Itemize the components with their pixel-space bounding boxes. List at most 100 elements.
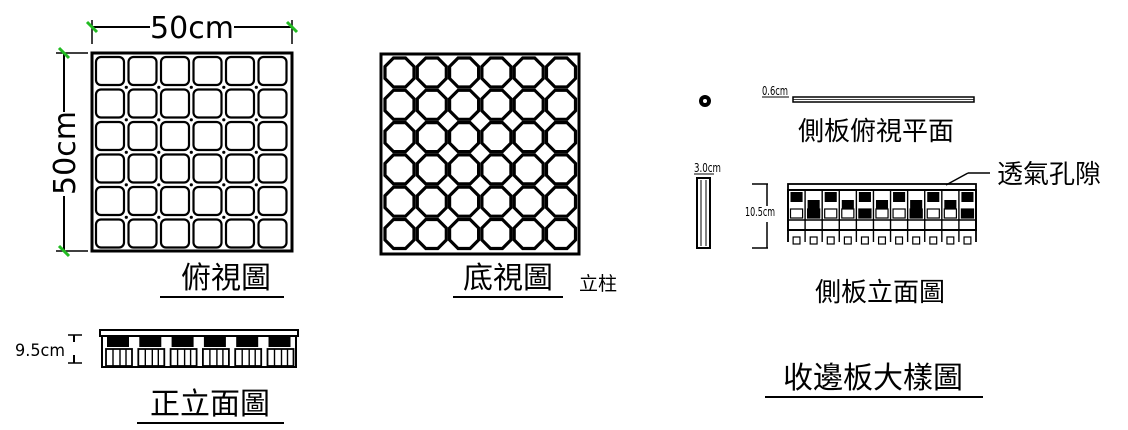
bottom-octagon [544, 120, 578, 154]
top-cell [127, 88, 158, 119]
top-cell [127, 120, 158, 152]
top-joint [124, 215, 128, 219]
front-height-dimension [68, 334, 82, 364]
front-elevation-drawing [99, 329, 299, 368]
vent-block [841, 200, 854, 210]
bottom-octagon [480, 217, 513, 251]
top-joint [124, 118, 128, 122]
bottom-octagon [544, 56, 578, 89]
top-joint [189, 183, 193, 187]
top-cell [127, 55, 158, 87]
plate-tab [895, 236, 904, 245]
bottom-view: 底視圖 立柱 [379, 52, 617, 298]
front-block [139, 337, 162, 347]
plate-tab [809, 236, 818, 245]
bottom-octagon [544, 88, 578, 121]
vent-block [960, 208, 975, 219]
top-cell [257, 153, 288, 184]
top-view-title: 俯視圖 [181, 261, 271, 296]
top-joint [157, 215, 161, 219]
plate-tab [929, 236, 938, 245]
top-cell [192, 120, 223, 152]
edge-plate-detail: 0.6cm 側板俯視平面 3.0cm 10.5cm 透氣孔隙 側板立面圖 收邊板… [694, 84, 1101, 398]
front-block [203, 337, 226, 347]
front-block [171, 337, 194, 347]
bottom-octagon [512, 56, 545, 89]
bottom-octagon [512, 153, 545, 186]
top-joint [124, 183, 128, 187]
bottom-view-title: 底視圖 [463, 261, 553, 296]
bottom-octagon [480, 153, 513, 186]
plate-plan-title: 側板俯視平面 [798, 117, 954, 147]
bottom-octagon [383, 88, 416, 121]
top-cell [127, 153, 158, 184]
plate-tab [860, 236, 869, 245]
vent-block [841, 208, 855, 219]
top-joint [157, 85, 161, 89]
top-joint [189, 215, 193, 219]
bottom-octagon [415, 217, 448, 251]
vent-callout-leader [945, 172, 969, 186]
top-joint [222, 215, 226, 219]
vent-block [789, 208, 804, 219]
top-cell [224, 218, 256, 249]
vent-block [858, 192, 871, 202]
vent-block [824, 192, 837, 202]
vent-block [790, 192, 803, 202]
top-joint [124, 85, 128, 89]
bottom-octagon [544, 217, 578, 251]
bottom-octagon [512, 217, 545, 251]
plate-height-label: 10.5cm [745, 205, 775, 219]
top-joint [157, 118, 161, 122]
top-cell [94, 120, 126, 152]
sheet-title: 收邊板大樣圖 [783, 361, 963, 396]
bottom-octagon [448, 56, 481, 89]
top-cell [257, 185, 288, 217]
front-block [268, 337, 291, 347]
vent-block [858, 208, 872, 219]
bottom-octagon [448, 88, 481, 121]
top-cell [94, 185, 126, 217]
side-width-label: 3.0cm [694, 161, 721, 175]
top-joint [222, 183, 226, 187]
front-foot [169, 348, 198, 367]
top-cell [159, 153, 191, 184]
top-joint [254, 150, 258, 154]
top-cell [224, 120, 256, 152]
top-view-frame [90, 51, 294, 253]
top-cell [257, 120, 288, 152]
top-cell [94, 218, 126, 249]
bottom-octagon [512, 88, 545, 121]
top-cell [94, 153, 126, 184]
bottom-view-frame [379, 52, 581, 256]
front-body [101, 335, 297, 368]
front-height-label: 9.5cm [15, 341, 65, 361]
top-cell [159, 55, 191, 87]
top-joint [189, 118, 193, 122]
front-elevation-title: 正立面圖 [150, 387, 270, 422]
vent-block [824, 208, 838, 219]
plate-tab [826, 236, 835, 245]
top-joint [157, 183, 161, 187]
front-foot [137, 348, 166, 367]
top-joint [157, 150, 161, 154]
top-width-label: 50cm [150, 11, 234, 46]
bottom-octagon [383, 56, 416, 89]
vent-block [927, 192, 940, 202]
top-joint [222, 85, 226, 89]
top-cell [94, 88, 126, 119]
bottom-octagon [448, 120, 481, 154]
top-cell [224, 88, 256, 119]
top-cell [224, 153, 256, 184]
bottom-octagon [512, 120, 545, 154]
front-elevation: 9.5cm 正立面圖 [15, 329, 299, 424]
front-foot [201, 348, 230, 367]
top-joint [254, 183, 258, 187]
plate-tab [912, 236, 921, 245]
top-view: 50cm 50cm 俯視圖 [48, 11, 299, 298]
vent-callout-label: 透氣孔隙 [997, 160, 1101, 190]
top-cell [127, 218, 158, 249]
top-width-dimension: 50cm [85, 11, 299, 46]
top-joint [222, 118, 226, 122]
bottom-octagon [383, 185, 416, 218]
